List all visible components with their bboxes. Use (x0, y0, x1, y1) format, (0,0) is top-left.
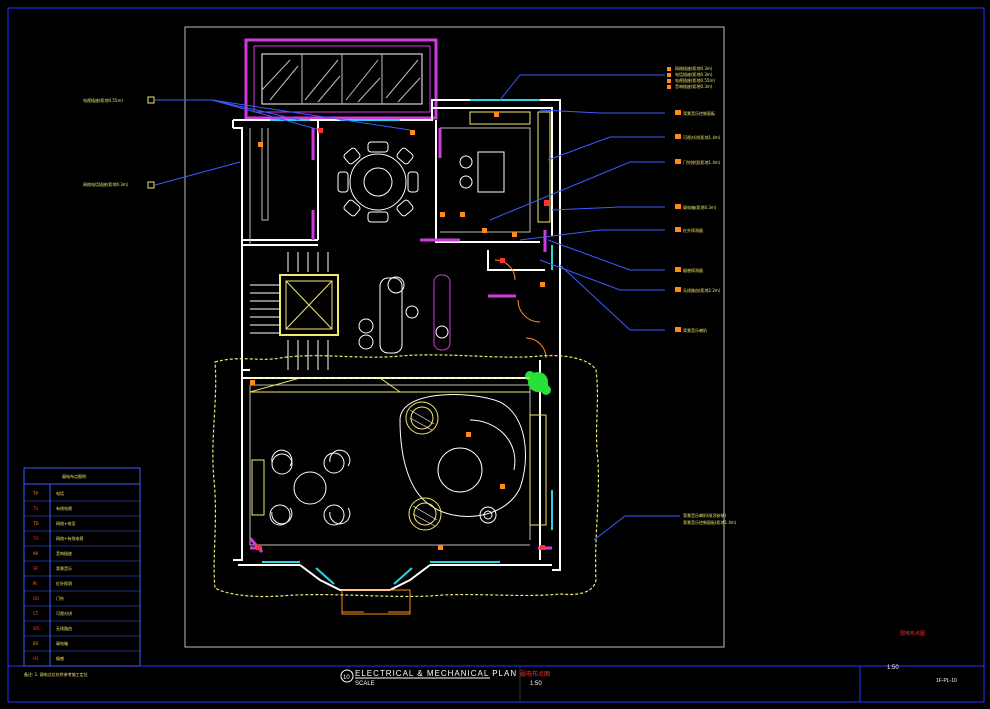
balcony-skylight (244, 38, 438, 120)
legend-symbol: TP (32, 491, 38, 496)
purple-wall-segments (248, 128, 552, 553)
legend-table: 弱电布点图例 TP 电话 TV 有线电视 TD 网络+电话 TO 网络+有线电视 AV 音响插座 S… (23, 467, 141, 667)
device-markers (250, 112, 550, 550)
revision-cloud (212, 354, 599, 598)
lower-right-callout-1: 背景音乐喇叭(吸顶安装) (683, 512, 727, 518)
right-callout-10: 烟感探测器 (683, 267, 703, 273)
legend-label: 音响插座 (56, 550, 72, 556)
door-swings (341, 259, 547, 615)
windows (262, 99, 553, 585)
legend-label: 弱电箱 (56, 640, 68, 646)
right-callout-3: 电视插座(距地0.55m) (675, 77, 715, 83)
scale-value: 1:50 (530, 681, 542, 687)
right-callout-4: 音响插座(距地0.3m) (675, 83, 713, 89)
sheet-code: 1F-PL-10 (936, 678, 957, 684)
right-callout-2: 电话插座(距地0.3m) (675, 71, 713, 77)
drawing-title-cn: 弱电布点图 (520, 670, 550, 678)
legend-label: 背景音乐 (56, 565, 72, 571)
legend-label: 红外探测 (56, 580, 72, 586)
legend-symbol: WS (33, 626, 40, 631)
living-room-furniture (251, 394, 547, 526)
legend-label: 网络+有线电视 (56, 535, 83, 541)
right-callout-11: 无线路由(距地2.2m) (683, 287, 721, 293)
legend-title: 弱电布点图例 (62, 473, 86, 479)
left-callout-2: 网络电话插座(距地0.3m) (83, 181, 129, 187)
right-callout-1: 网络插座(距地0.3m) (675, 65, 713, 71)
kitchen-island (459, 111, 551, 223)
leader-lines (154, 74, 680, 541)
legend-symbol: IR (33, 581, 37, 586)
legend-label: 可视对讲 (56, 610, 72, 616)
drawing-title: ELECTRICAL & MECHANICAL PLAN (355, 669, 517, 678)
tea-table-set (269, 449, 351, 526)
legend-symbol: BX (33, 641, 39, 646)
drawing-boundary (184, 26, 725, 648)
legend-symbol: TV (32, 506, 38, 511)
right-callouts: 网络插座(距地0.3m) 电话插座(距地0.3m) 电视插座(距地0.55m) … (667, 65, 737, 525)
legend-symbol: HS (33, 656, 39, 661)
scale-label: SCALE (355, 681, 375, 687)
exterior-walls (232, 99, 561, 591)
legend-label: 网络+电话 (56, 520, 75, 526)
sheet-frame (7, 7, 985, 703)
title-block: 10 ELECTRICAL & MECHANICAL PLAN SCALE 弱电… (24, 630, 957, 687)
plant-symbol (525, 371, 551, 395)
right-callout-5: 背景音乐控制面板 (683, 110, 715, 116)
legend-symbol: DB (33, 596, 39, 601)
drawing-number: 10 (343, 675, 350, 681)
legend-label: 门铃 (56, 595, 64, 601)
armchairs (405, 401, 442, 531)
foyer-bar (358, 274, 451, 354)
legend-label: 有线电视 (56, 505, 72, 511)
legend-label: 烟感 (56, 655, 64, 661)
legend-symbol: AV (33, 551, 38, 556)
right-callout-8: 弱电箱(距地0.3m) (683, 204, 717, 210)
right-callout-6: 可视对讲(距地1.4m) (683, 134, 721, 140)
left-callout-1: 电视插座(距地0.55m) (83, 97, 123, 103)
staircase (250, 252, 339, 370)
legend-symbol: TD (32, 521, 39, 526)
ceiling-lines (249, 377, 530, 393)
right-callout-12: 背景音乐喇叭 (683, 327, 707, 333)
sheet-name-cn: 弱电布点图 (900, 630, 925, 637)
right-callout-7: 门铃按钮(距地1.4m) (683, 159, 721, 165)
legend-symbol: TO (32, 536, 39, 541)
legend-symbol: SP (33, 566, 39, 571)
right-callout-9: 红外探测器 (683, 227, 703, 233)
sheet-scale-right: 1:50 (887, 665, 899, 671)
left-callouts: 电视插座(距地0.55m) 网络电话插座(距地0.3m) (83, 96, 155, 189)
footer-note: 备注: 1. 弱电点位仅供参考施工定位 (24, 671, 88, 677)
interior-walls (249, 127, 531, 546)
legend-label: 无线路由 (56, 625, 72, 631)
legend-symbol: CT (33, 611, 39, 616)
lower-right-callout-2: 背景音乐控制面板(距地1.4m) (683, 519, 737, 525)
dining-table (337, 141, 419, 223)
legend-label: 电话 (56, 490, 64, 496)
